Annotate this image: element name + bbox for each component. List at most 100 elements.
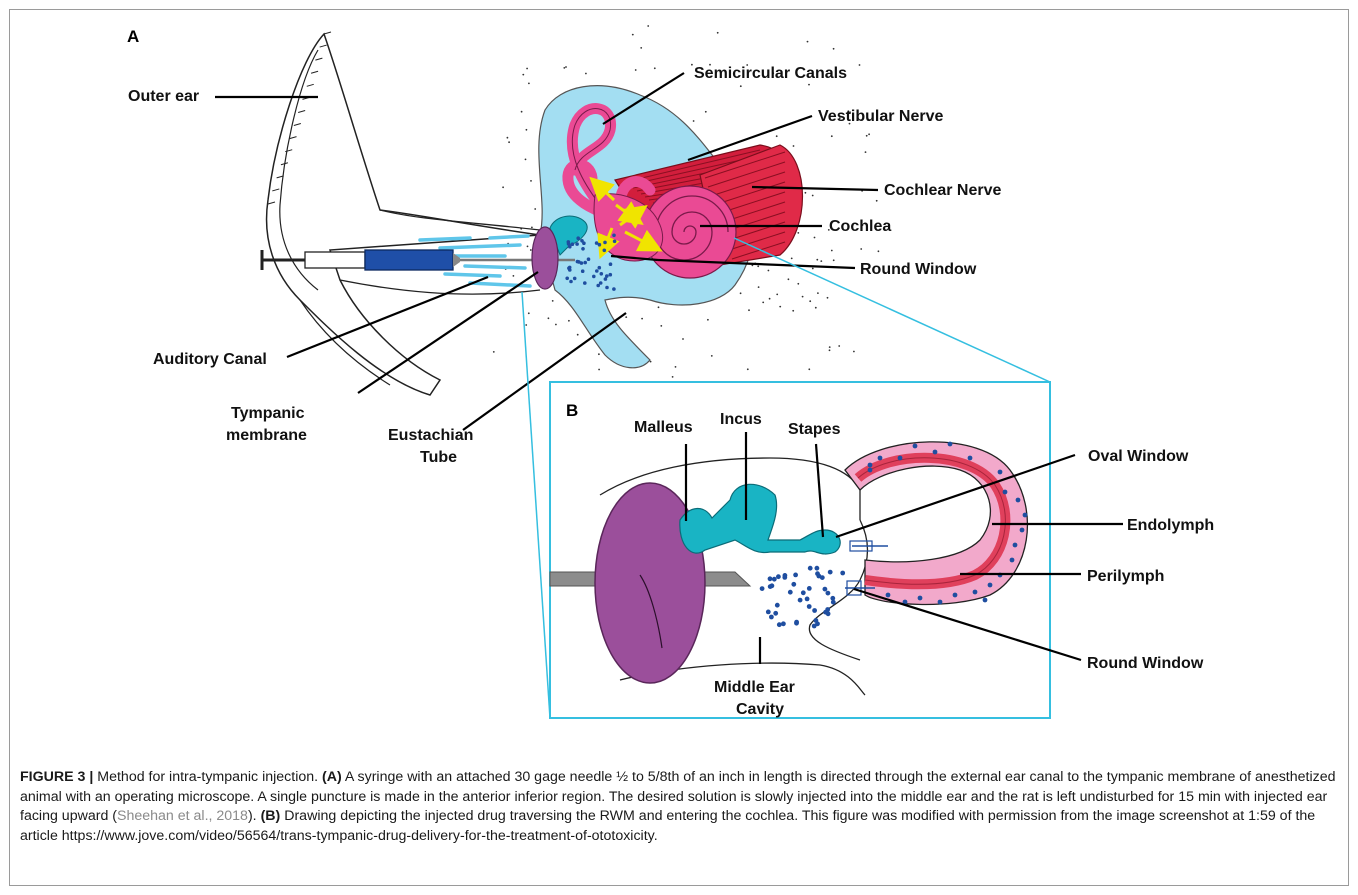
dot: [772, 577, 777, 582]
dot: [791, 582, 796, 587]
dot: [565, 277, 569, 281]
dot: [815, 621, 820, 626]
label-stapes: Stapes: [788, 421, 841, 438]
dot: [793, 145, 795, 147]
dot: [953, 593, 958, 598]
caption-tag-b: (B): [261, 808, 281, 824]
label-cochlea: Cochlea: [829, 218, 891, 235]
dot: [525, 159, 527, 161]
dot: [600, 272, 604, 276]
dot: [833, 48, 835, 50]
dot: [827, 297, 829, 299]
dot: [866, 135, 868, 137]
dot: [522, 74, 524, 76]
dot: [548, 317, 550, 319]
dot: [868, 463, 873, 468]
dot: [609, 273, 613, 277]
dot: [792, 310, 794, 312]
dot: [595, 241, 599, 245]
outer-ear-drawing: [267, 32, 540, 395]
dot: [853, 351, 855, 353]
dot: [654, 67, 656, 69]
label-perilymph: Perilymph: [1087, 568, 1164, 585]
dot: [528, 312, 530, 314]
dot: [766, 610, 771, 615]
dot: [595, 269, 599, 273]
dot: [513, 275, 515, 277]
label-outer-ear: Outer ear: [128, 88, 199, 105]
dot: [973, 590, 978, 595]
dot: [1016, 498, 1021, 503]
dot: [808, 84, 810, 86]
label-endolymph: Endolymph: [1127, 517, 1214, 534]
dot: [816, 259, 818, 261]
panel-label-b: B: [566, 401, 578, 420]
dot: [576, 236, 580, 240]
dot: [598, 369, 600, 371]
dot: [568, 245, 572, 249]
dot: [988, 583, 993, 588]
dot: [747, 368, 749, 370]
dot: [625, 316, 627, 318]
dot: [508, 141, 510, 143]
dot: [805, 597, 810, 602]
dot: [581, 269, 585, 273]
dot: [769, 615, 774, 620]
dot: [865, 151, 867, 153]
dot: [769, 298, 771, 300]
dot: [777, 622, 782, 627]
dot: [859, 64, 861, 66]
dot: [612, 287, 616, 291]
dot: [682, 338, 684, 340]
caption-text-3: ).: [248, 808, 261, 824]
dot: [740, 292, 742, 294]
dot: [938, 600, 943, 605]
dot: [823, 587, 828, 592]
dot: [815, 566, 820, 571]
dot: [530, 180, 532, 182]
dot: [612, 234, 616, 238]
dot: [805, 192, 807, 194]
dot: [831, 135, 833, 137]
dot: [604, 277, 608, 281]
dot: [826, 591, 831, 596]
panel-label-a: A: [127, 27, 139, 46]
dot: [658, 306, 660, 308]
dot: [711, 355, 713, 357]
dot: [918, 596, 923, 601]
dot: [530, 249, 532, 251]
dot: [876, 200, 878, 202]
caption-citation-link[interactable]: Sheehan et al., 2018: [117, 808, 248, 824]
caption-figure-label: FIGURE 3 |: [20, 769, 93, 785]
dot: [705, 111, 707, 113]
dot: [801, 590, 806, 595]
dot: [807, 41, 809, 43]
label-middle-ear-line1: Middle Ear: [714, 679, 795, 696]
dot: [768, 270, 770, 272]
dot: [592, 275, 596, 279]
dot: [1013, 543, 1018, 548]
dot: [526, 68, 528, 70]
dot: [757, 265, 759, 267]
label-cochlear-nerve: Cochlear Nerve: [884, 182, 1001, 199]
syringe: [262, 250, 575, 270]
dot: [1010, 558, 1015, 563]
dot: [567, 240, 571, 244]
dot: [809, 300, 811, 302]
dot: [583, 261, 587, 265]
dot: [828, 570, 833, 575]
dot: [794, 621, 799, 626]
dot: [779, 306, 781, 308]
dot: [831, 250, 833, 252]
dot: [534, 208, 536, 210]
dot: [571, 242, 575, 246]
dot: [829, 346, 831, 348]
dot: [878, 456, 883, 461]
dot: [812, 268, 814, 270]
dot: [776, 135, 778, 137]
dot: [808, 368, 810, 370]
dot: [760, 586, 765, 591]
dot: [748, 309, 750, 311]
label-round-window-a: Round Window: [860, 261, 977, 278]
caption-tag-a: (A): [322, 769, 342, 785]
